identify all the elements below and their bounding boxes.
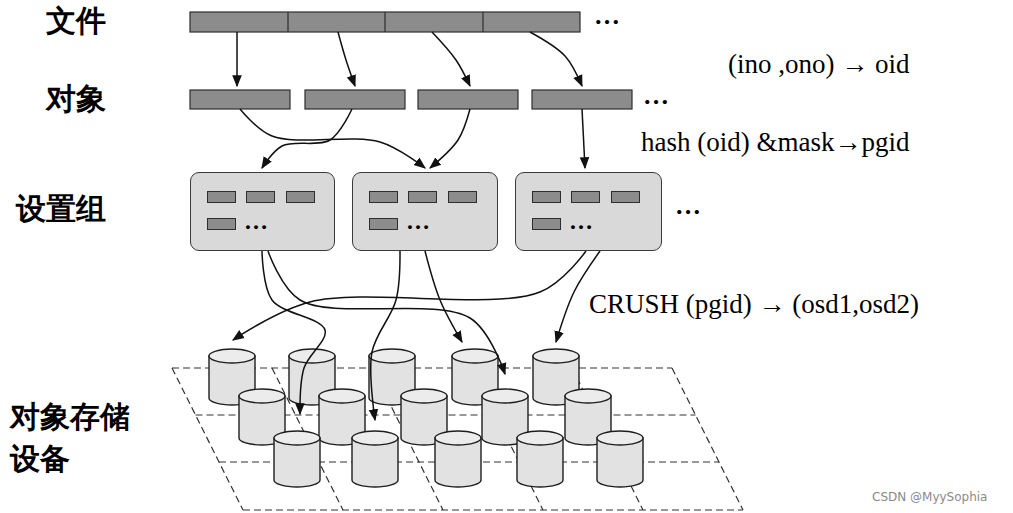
- object-bar: [532, 90, 632, 109]
- cylinder-top: [401, 389, 447, 403]
- mapping-arrow: [371, 251, 400, 420]
- file-split: [482, 12, 483, 32]
- mapping-arrow: [430, 109, 470, 168]
- mapping-arrow: [425, 251, 462, 342]
- file-split: [384, 12, 385, 32]
- object-slot: [207, 218, 236, 230]
- cylinder-top: [597, 431, 643, 445]
- object-slot: [408, 191, 437, 203]
- row-label: 对象: [46, 81, 106, 117]
- watermark: CSDN @MyySophia: [872, 490, 987, 504]
- object-slot: [532, 191, 561, 203]
- object-slot: [571, 191, 600, 203]
- file-split: [287, 12, 288, 32]
- cylinder-top: [369, 349, 415, 363]
- mapping-arrow: [582, 109, 585, 168]
- placement-group: …: [190, 172, 335, 251]
- object-slot: [369, 191, 398, 203]
- mapping-formula: hash (oid) &mask→pgid: [641, 126, 909, 158]
- object-slot: [207, 191, 236, 203]
- cylinder-top: [274, 431, 320, 445]
- osd-cylinder: [274, 431, 320, 487]
- ellipsis: …: [643, 80, 669, 111]
- data-bars: [190, 12, 632, 109]
- cylinder-top: [289, 349, 335, 363]
- object-slot: [532, 218, 561, 230]
- osd-cylinder: [517, 431, 563, 487]
- cylinder-top: [517, 431, 563, 445]
- cylinder-top: [533, 349, 579, 363]
- file-bar: [190, 12, 580, 32]
- object-slot: [611, 191, 640, 203]
- cylinder-top: [452, 349, 498, 363]
- mapping-arrow: [432, 32, 470, 86]
- mapping-formula: (ino ,ono) → oid: [728, 48, 910, 80]
- row-label: 文件: [46, 3, 106, 39]
- storage-devices: [209, 349, 643, 487]
- mapping-arrow: [268, 251, 505, 374]
- object-slot: [448, 191, 477, 203]
- object-slot: [246, 191, 275, 203]
- cylinder-top: [565, 389, 611, 403]
- object-bar: [418, 90, 518, 109]
- osd-cylinder: [352, 431, 398, 487]
- object-slot: [286, 191, 315, 203]
- cylinder-top: [209, 349, 255, 363]
- cylinder-top: [352, 431, 398, 445]
- cylinder-top: [239, 389, 285, 403]
- placement-group: …: [352, 172, 498, 251]
- grid-line: [243, 509, 743, 510]
- cylinder-top: [435, 431, 481, 445]
- mapping-arrow: [233, 251, 586, 340]
- ellipsis: …: [406, 209, 430, 233]
- mapping-arrow: [236, 32, 238, 86]
- row-label: 对象存储 设备: [10, 396, 136, 480]
- mapping-arrow: [338, 32, 355, 86]
- mapping-arrow: [240, 109, 425, 168]
- cylinder-top: [482, 389, 528, 403]
- mapping-arrow: [262, 251, 325, 414]
- ellipsis: …: [569, 209, 593, 233]
- mapping-arrow: [262, 109, 352, 168]
- osd-cylinder: [597, 431, 643, 487]
- ellipsis: …: [244, 209, 268, 233]
- placement-group: …: [515, 172, 662, 251]
- ellipsis: …: [594, 0, 620, 31]
- mapping-formula: CRUSH (pgid) → (osd1,osd2): [589, 288, 919, 320]
- grid-line: [672, 368, 743, 510]
- row-label: 设置组: [16, 191, 106, 227]
- object-slot: [369, 218, 398, 230]
- cylinder-top: [319, 389, 365, 403]
- object-bar: [190, 90, 290, 109]
- mapping-arrow: [530, 32, 582, 86]
- object-bar: [305, 90, 405, 109]
- osd-cylinder: [435, 431, 481, 487]
- ellipsis: …: [675, 190, 701, 221]
